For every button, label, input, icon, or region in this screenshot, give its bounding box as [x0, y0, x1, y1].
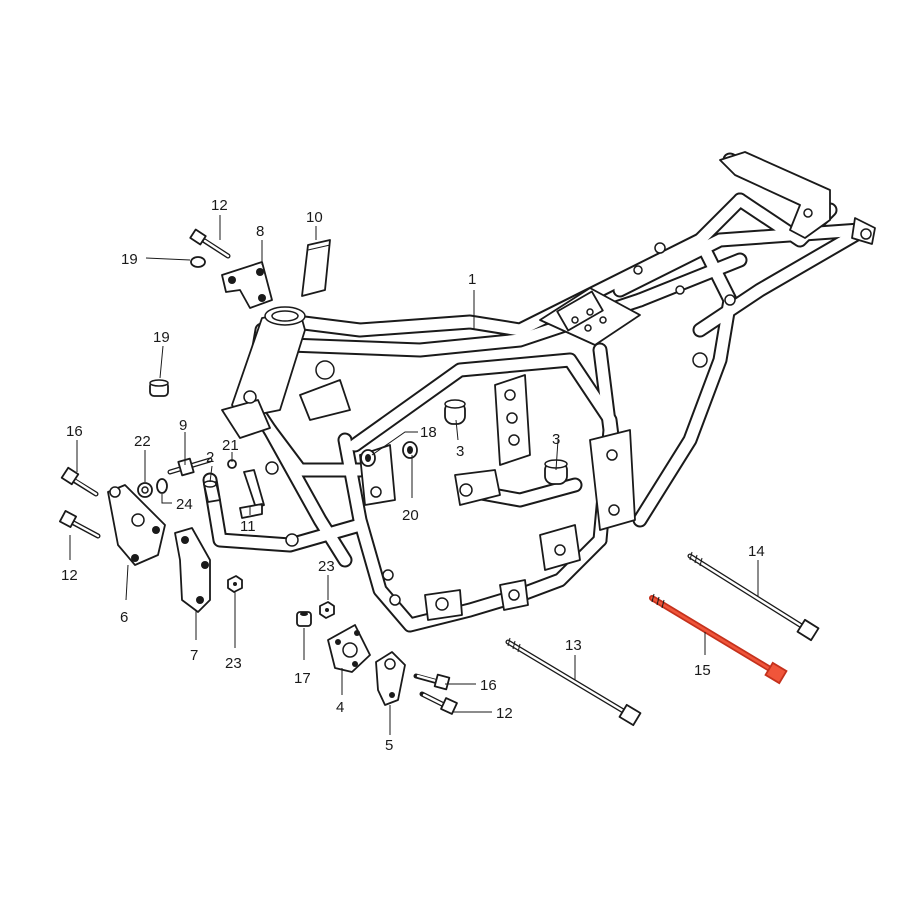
frame-hook — [203, 480, 221, 503]
flange-bolt-16-right — [413, 673, 451, 691]
flange-bolt-12-right — [419, 691, 458, 715]
callout-11: 11 — [240, 518, 256, 535]
callout-7: 7 — [190, 647, 198, 664]
callout-4: 4 — [336, 699, 344, 716]
rubber-damper-upper — [190, 256, 206, 268]
long-bolt-15-highlighted — [649, 593, 788, 685]
callout-16-right: 16 — [480, 677, 497, 694]
engine-mount-collar-upper — [444, 399, 466, 425]
callout-18: 18 — [420, 424, 437, 441]
long-bolt-14 — [687, 551, 820, 642]
callout-12-right: 12 — [496, 705, 513, 722]
callout-12-top: 12 — [211, 197, 228, 214]
callout-labels: 1 3 3 2 4 5 6 7 8 9 10 11 12 12 12 13 14… — [61, 197, 765, 754]
long-bolt-13 — [505, 637, 642, 727]
callout-22: 22 — [134, 433, 151, 450]
callout-5: 5 — [385, 737, 393, 754]
frame-cover-strap — [301, 239, 331, 297]
flange-bolt-16-left — [60, 466, 99, 497]
headlight-stay-bracket — [221, 261, 273, 309]
harness-clamp-bracket — [239, 469, 265, 519]
callout-23-left: 23 — [225, 655, 242, 672]
grommet-20 — [402, 441, 418, 459]
callout-1: 1 — [468, 271, 476, 288]
callout-2: 2 — [206, 449, 214, 466]
rear-engine-hanger-plate — [327, 624, 371, 673]
callout-16-left: 16 — [66, 423, 83, 440]
front-engine-hanger-plate-left — [107, 484, 166, 566]
flange-nut-center — [319, 601, 335, 619]
callout-3-upper: 3 — [456, 443, 464, 460]
steering-head — [221, 306, 306, 439]
frame-engine-mount-plates — [265, 242, 736, 621]
distance-collar — [296, 611, 312, 627]
callout-19-lower: 19 — [153, 329, 170, 346]
adjuster-screw — [167, 457, 213, 477]
flange-nut-left — [227, 575, 243, 593]
leader-lines — [69, 215, 759, 735]
lower-engine-bracket — [375, 651, 406, 706]
callout-21: 21 — [222, 437, 239, 454]
callout-17: 17 — [294, 670, 311, 687]
callout-24: 24 — [176, 496, 193, 513]
rubber-damper-lower — [149, 379, 169, 397]
callout-13: 13 — [565, 637, 582, 654]
cap-nut — [137, 482, 153, 498]
callout-12-left: 12 — [61, 567, 78, 584]
callout-20: 20 — [402, 507, 419, 524]
battery-tray-plate — [539, 287, 641, 346]
callout-23-center: 23 — [318, 558, 335, 575]
flange-bolt-12-top — [189, 228, 231, 259]
callout-10: 10 — [306, 209, 323, 226]
rear-top-bracket — [719, 151, 876, 245]
flange-bolt-12-left — [58, 509, 101, 539]
callout-6: 6 — [120, 609, 128, 626]
callout-15: 15 — [694, 662, 711, 679]
callout-3-lower: 3 — [552, 431, 560, 448]
callout-9: 9 — [179, 417, 187, 434]
washer — [156, 478, 168, 494]
grommet-18 — [360, 449, 376, 467]
callout-14: 14 — [748, 543, 765, 560]
callout-19-upper: 19 — [121, 251, 138, 268]
callout-8: 8 — [256, 223, 264, 240]
main-frame — [202, 151, 876, 633]
front-engine-hanger-plate-right — [174, 527, 211, 613]
